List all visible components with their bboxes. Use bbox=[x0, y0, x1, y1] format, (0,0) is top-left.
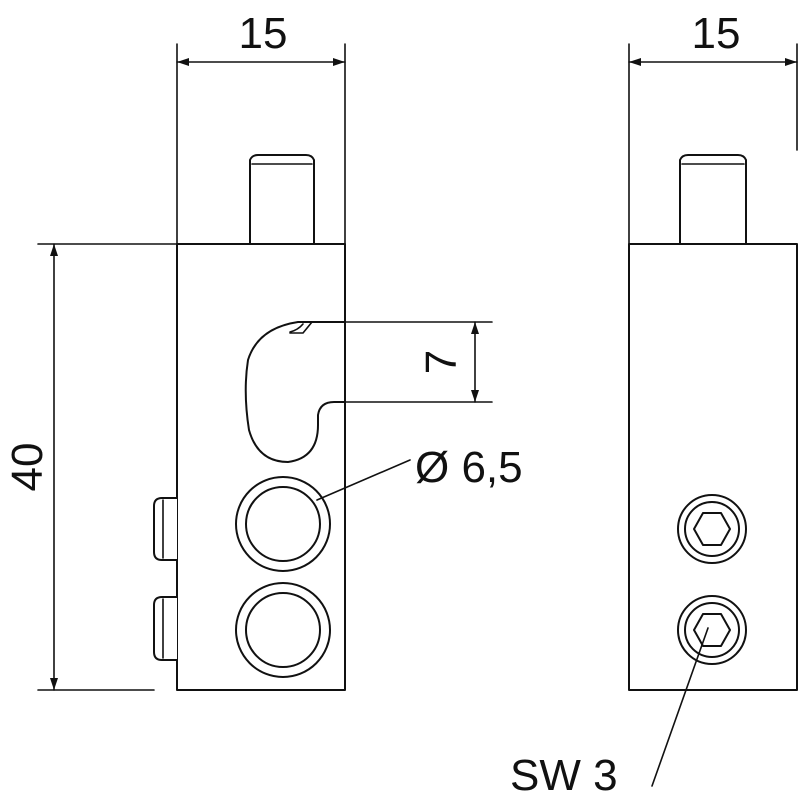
side-screw-lower-outer bbox=[677, 595, 747, 665]
front-hole-lower-inner bbox=[245, 592, 321, 668]
wrench-size-label: SW 3 bbox=[510, 751, 618, 800]
front-top-pin bbox=[249, 154, 315, 244]
callout-hole-diameter: Ø 6,5 bbox=[316, 443, 523, 501]
hole-diameter-label: Ø 6,5 bbox=[415, 443, 523, 492]
dim-side-width-label: 15 bbox=[692, 9, 741, 58]
hex-socket-icon bbox=[693, 613, 731, 647]
dim-height-label: 40 bbox=[3, 443, 52, 492]
front-side-screw-lower bbox=[153, 596, 177, 661]
front-hook-slot bbox=[244, 321, 346, 463]
dim-height: 40 bbox=[3, 243, 178, 691]
front-side-screw-upper bbox=[153, 497, 177, 561]
front-view bbox=[153, 154, 346, 691]
side-screw-upper-outer bbox=[677, 494, 747, 564]
hex-socket-icon bbox=[693, 512, 731, 546]
dim-side-width: 15 bbox=[628, 9, 798, 245]
front-body bbox=[176, 243, 346, 691]
side-screw-lower-inner bbox=[684, 602, 740, 658]
dim-slot-label: 7 bbox=[417, 350, 466, 374]
dim-slot: 7 bbox=[344, 321, 493, 403]
front-hook-chamfer bbox=[289, 321, 313, 334]
callout-wrench-size: SW 3 bbox=[510, 627, 709, 800]
dim-front-width-label: 15 bbox=[239, 9, 288, 58]
side-screw-upper-inner bbox=[684, 501, 740, 557]
side-view bbox=[628, 154, 798, 691]
front-hole-upper-outer bbox=[235, 476, 331, 572]
front-hole-upper-inner bbox=[245, 486, 321, 562]
dim-front-width: 15 bbox=[176, 9, 346, 245]
side-body bbox=[628, 243, 798, 691]
front-hole-lower-outer bbox=[235, 582, 331, 678]
side-top-pin bbox=[679, 154, 747, 244]
